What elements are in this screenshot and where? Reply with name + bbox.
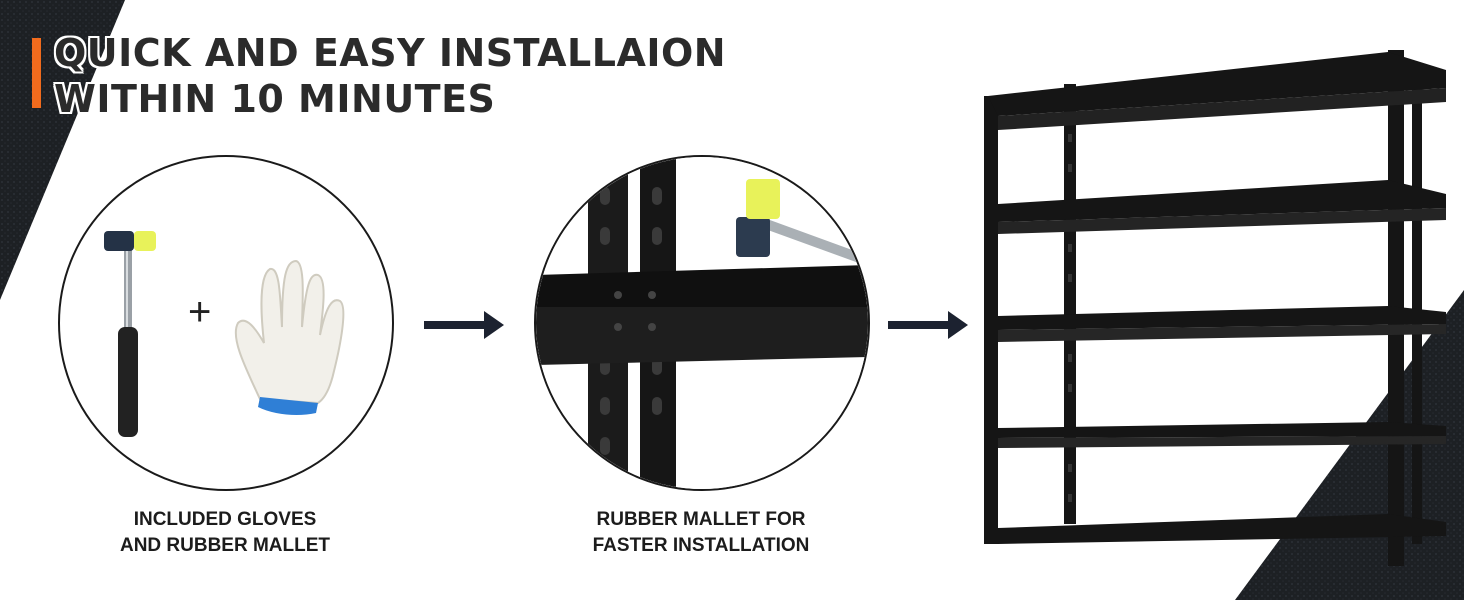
headline-accent-bar [32,38,41,108]
step-1-caption: INCLUDED GLOVES AND RUBBER MALLET [64,507,386,559]
tools-illustration: + [104,231,345,437]
right-arrow-icon [424,311,504,339]
step-2-caption: RUBBER MALLET FOR FASTER INSTALLATION [540,507,862,559]
step-1-caption-line-2: AND RUBBER MALLET [119,535,331,556]
rubber-mallet-icon [736,179,860,263]
right-arrow-icon [888,311,968,339]
rubber-mallet-icon [104,231,156,437]
step-1-caption-line-1: INCLUDED GLOVES [133,509,317,530]
page-title: QUICK AND EASY INSTALLAION WITHIN 10 MIN… [54,30,726,122]
headline-line-2: WITHIN 10 MINUTES [54,77,496,121]
shelving-rack-icon [984,50,1446,566]
plus-sign: + [188,290,211,334]
step-2-caption-line-2: FASTER INSTALLATION [592,535,810,556]
headline-line-1: QUICK AND EASY INSTALLAION [54,31,727,75]
work-glove-icon [234,259,345,415]
step-1-circle: + [58,155,394,491]
step-2-caption-line-1: RUBBER MALLET FOR [596,509,806,530]
rack-joint-closeup [536,157,868,489]
step-2-circle [534,155,870,491]
